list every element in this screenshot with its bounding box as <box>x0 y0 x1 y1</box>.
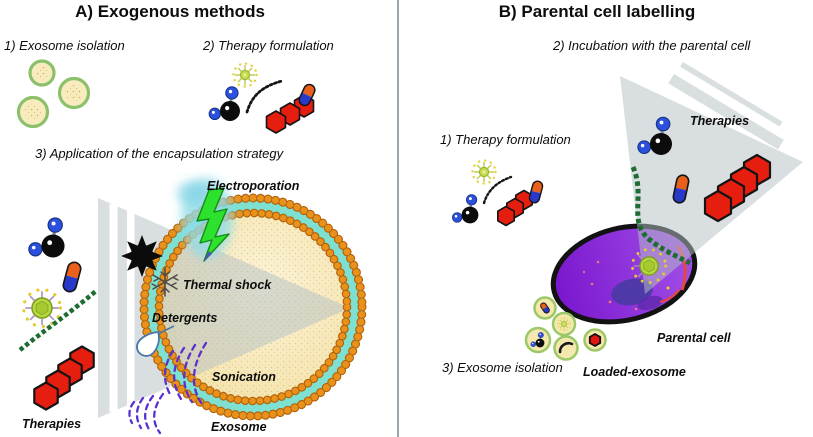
therapies-label-b: Therapies <box>690 114 750 128</box>
isolated-exosome-vesicles <box>16 59 91 129</box>
panel-a-step3-label: 3) Application of the encapsulation stra… <box>35 146 284 161</box>
panel-a-figure <box>16 59 367 435</box>
molecule-icon <box>451 193 480 225</box>
panel-b-step3-label: 3) Exosome isolation <box>442 360 563 375</box>
capsule-icon <box>298 83 316 107</box>
loaded-exosome-label: Loaded-exosome <box>583 365 686 379</box>
sonication-label: Sonication <box>212 370 276 384</box>
therapy-formulation-cluster-a <box>207 62 316 134</box>
nucleic-acid-helix-icon <box>630 165 692 266</box>
rna-strand-icon <box>482 175 513 205</box>
drug-hexagons-icon <box>33 345 95 411</box>
capsule-icon <box>62 261 82 293</box>
rna-strand-icon <box>245 79 284 114</box>
panel-b-figure <box>451 61 803 361</box>
therapy-formulation-cluster-b <box>451 159 544 227</box>
cell-nucleus <box>611 278 653 306</box>
sonication-waves-icon <box>128 341 208 435</box>
exosome-label: Exosome <box>211 420 267 434</box>
panel-b-step2-label: 2) Incubation with the parental cell <box>553 38 751 53</box>
therapies-label-a: Therapies <box>22 417 82 431</box>
electroporation-bolt-icon <box>177 178 233 262</box>
sun-burst-icon <box>121 235 163 277</box>
parental-cell-label: Parental cell <box>657 331 731 345</box>
capsule-icon <box>672 174 690 204</box>
detergents-label: Detergents <box>152 311 218 325</box>
nucleic-acid-helix-icon <box>18 289 98 352</box>
therapies-column-a <box>18 216 98 411</box>
panel-a-step1-label: 1) Exosome isolation <box>4 38 125 53</box>
panel-a-title: A) Exogenous methods <box>75 2 265 21</box>
capsule-icon <box>528 180 544 204</box>
panel-a-step2-label: 2) Therapy formulation <box>203 38 334 53</box>
thermal-shock-label: Thermal shock <box>183 278 272 292</box>
exosome-membrane <box>139 193 367 421</box>
molecule-icon <box>207 85 242 123</box>
electroporation-label: Electroporation <box>207 179 300 193</box>
virus-starburst-icon <box>232 62 258 88</box>
detergent-droplet-icon <box>136 325 175 357</box>
drug-hexagons-icon <box>496 189 534 227</box>
molecule-icon <box>27 216 67 260</box>
snowflake-icon <box>151 267 179 297</box>
loaded-exosomes <box>524 296 607 361</box>
panel-b-title: B) Parental cell labelling <box>498 2 696 21</box>
therapies-in-arrow-b <box>636 115 772 223</box>
panel-divider <box>397 0 399 437</box>
panel-b-step1-label: 1) Therapy formulation <box>440 132 571 147</box>
virus-starburst-icon <box>471 159 497 185</box>
